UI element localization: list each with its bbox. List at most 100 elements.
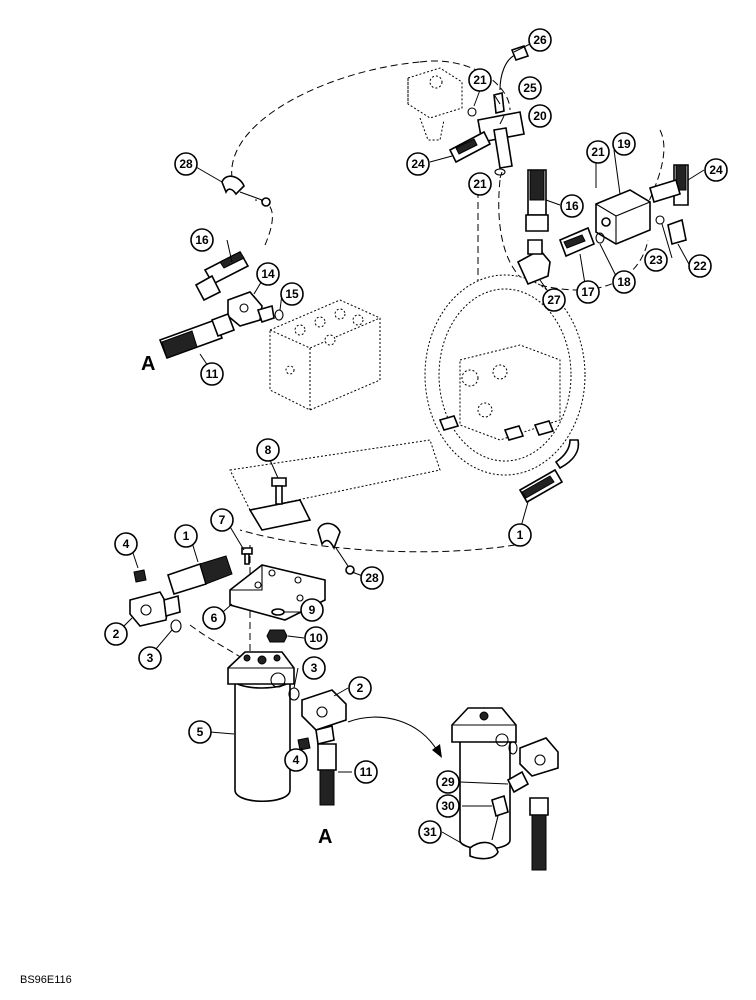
callout-21-mid: 21 [468, 172, 492, 196]
svg-text:17: 17 [581, 285, 595, 299]
callout-1-left: 1 [174, 524, 198, 548]
callout-21: 21 [468, 68, 492, 92]
svg-text:21: 21 [473, 73, 487, 87]
svg-text:29: 29 [441, 775, 455, 789]
svg-text:2: 2 [357, 681, 364, 695]
callout-7: 7 [210, 508, 234, 532]
tee-fitting-group [467, 45, 530, 176]
svg-text:31: 31 [423, 825, 437, 839]
manifold-block-19 [595, 189, 651, 245]
o-ring-15 [274, 309, 284, 321]
hose-1-upper [518, 439, 580, 504]
ref-letter-a-lower: A [318, 826, 332, 848]
callout-3-right: 3 [302, 656, 326, 680]
callout-9: 9 [300, 598, 324, 622]
svg-text:28: 28 [179, 157, 193, 171]
svg-text:23: 23 [649, 253, 663, 267]
svg-text:11: 11 [206, 367, 219, 381]
callout-30: 30 [436, 794, 460, 818]
svg-text:2: 2 [113, 627, 120, 641]
callout-29: 29 [436, 770, 460, 794]
svg-text:16: 16 [565, 199, 579, 213]
svg-text:3: 3 [147, 651, 154, 665]
washer-9 [271, 608, 285, 616]
svg-text:16: 16 [195, 233, 209, 247]
clip-28-lower [317, 522, 355, 575]
svg-text:11: 11 [360, 765, 373, 779]
callout-6: 6 [202, 606, 226, 630]
plug-4-right [297, 737, 311, 751]
callout-21-right: 21 [586, 140, 610, 164]
fitting-24-left [448, 130, 492, 164]
svg-text:21: 21 [473, 177, 487, 191]
callout-25: 25 [518, 76, 542, 100]
fitting-24-right [649, 164, 689, 206]
callout-24-left: 24 [406, 152, 430, 176]
svg-text:5: 5 [197, 725, 204, 739]
svg-text:9: 9 [309, 603, 316, 617]
upper-valve-block [407, 67, 463, 141]
callout-31: 31 [418, 820, 442, 844]
svg-text:7: 7 [219, 513, 226, 527]
svg-text:25: 25 [523, 81, 537, 95]
callout-16-right: 16 [560, 194, 584, 218]
sender-30 [491, 794, 509, 841]
svg-text:26: 26 [533, 33, 547, 47]
callout-23: 23 [644, 248, 668, 272]
fitting-17 [558, 226, 605, 258]
svg-text:18: 18 [617, 275, 631, 289]
svg-text:14: 14 [261, 267, 275, 281]
callout-15: 15 [280, 282, 304, 306]
svg-text:21: 21 [591, 145, 605, 159]
figure-reference-code: BS96E116 [20, 974, 72, 986]
inset-filter [451, 707, 559, 871]
svg-text:24: 24 [411, 157, 425, 171]
callout-28-upper: 28 [174, 152, 198, 176]
fitting-16-left [194, 250, 250, 302]
elbow-14 [227, 291, 275, 327]
loader-valve-ghost [269, 299, 381, 411]
callout-17: 17 [576, 280, 600, 304]
hose-11-upper [158, 312, 236, 360]
bolt-8 [271, 477, 287, 505]
fitting-1-left [167, 555, 233, 596]
svg-text:19: 19 [617, 137, 631, 151]
bolt-7 [241, 547, 253, 565]
callout-11-upper: 11 [200, 362, 224, 386]
elbow-2-right [301, 689, 347, 745]
adapter-29 [506, 770, 530, 794]
transmission-housing [424, 274, 586, 476]
filter-5 [227, 651, 295, 803]
svg-text:20: 20 [533, 109, 547, 123]
callout-27: 27 [542, 288, 566, 312]
callout-14: 14 [256, 262, 280, 286]
svg-text:27: 27 [547, 293, 561, 307]
elbow-2-left [129, 591, 181, 627]
svg-text:28: 28 [365, 571, 379, 585]
ref-letter-a-upper: A [141, 353, 155, 375]
callout-24-right: 24 [704, 158, 728, 182]
callout-11-lower: 11 [354, 760, 378, 784]
svg-text:1: 1 [517, 528, 524, 542]
callout-2-right: 2 [348, 676, 372, 700]
svg-text:24: 24 [709, 163, 723, 177]
callout-5: 5 [188, 720, 212, 744]
svg-text:1: 1 [183, 529, 190, 543]
callout-4-right: 4 [284, 748, 308, 772]
callout-1-right: 1 [508, 523, 532, 547]
svg-text:22: 22 [693, 259, 707, 273]
fitting-16-right [525, 169, 549, 232]
clip-28-upper [221, 175, 271, 207]
connector-31 [469, 841, 499, 860]
callout-8: 8 [256, 438, 280, 462]
callout-10: 10 [304, 626, 328, 650]
svg-text:4: 4 [293, 753, 300, 767]
o-ring-3-left [170, 619, 182, 633]
svg-text:8: 8 [265, 443, 272, 457]
svg-text:15: 15 [285, 287, 299, 301]
callout-22: 22 [688, 254, 712, 278]
callout-26: 26 [528, 28, 552, 52]
callout-19: 19 [612, 132, 636, 156]
callout-20: 20 [528, 104, 552, 128]
